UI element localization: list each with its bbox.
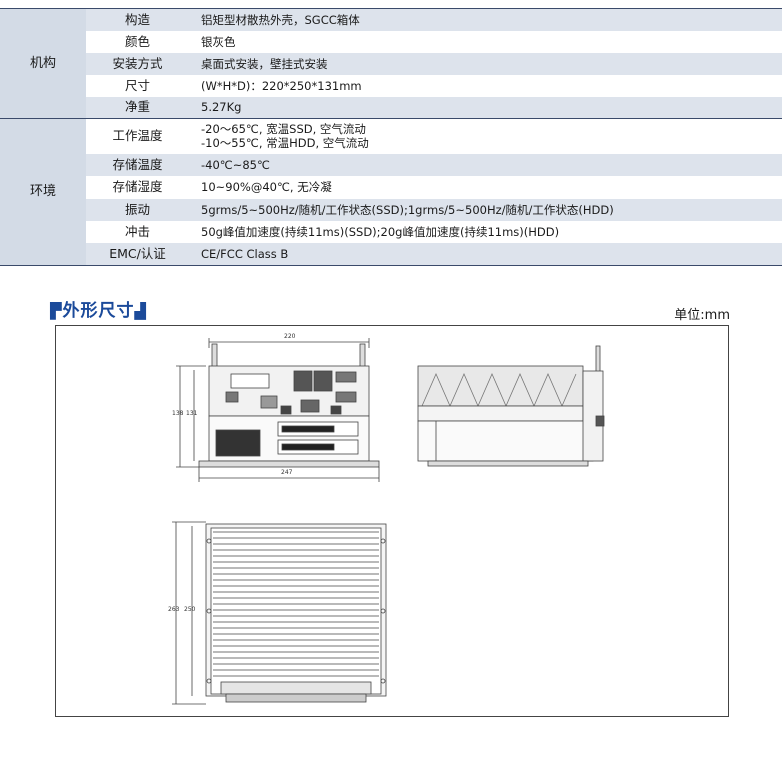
spec-row: 机构 构造 铝矩型材散热外壳，SGCC箱体 — [0, 8, 782, 119]
section-title-text: 外形尺寸 — [62, 301, 135, 321]
unit-label: 单位:mm — [674, 308, 730, 323]
front-view-drawing — [176, 338, 380, 482]
spec-value: 50g峰值加速度(持续11ms)(SSD);20g峰值加速度(持续11ms)(H… — [183, 220, 782, 244]
spec-row: 振动 5grms/5~500Hz/随机/工作状态(SSD);1grms/5~50… — [0, 198, 782, 221]
section-title: ▛外形尺寸▟ — [50, 296, 147, 321]
spec-category-mechanical: 机构 — [0, 8, 86, 119]
spec-table: 机构 构造 铝矩型材散热外壳，SGCC箱体 颜色 银灰色 安装方式 桌面式安装，… — [0, 8, 782, 267]
spec-label: 尺寸 — [86, 74, 183, 97]
spec-label: 净重 — [86, 96, 183, 119]
spec-row: 存储湿度 10~90%@40℃, 无冷凝 — [0, 176, 782, 199]
spec-category-environment: 环境 — [0, 118, 86, 266]
title-bracket-left-icon: ▛ — [50, 302, 63, 320]
front-height-outer-label: 138 — [172, 410, 184, 417]
spec-value: 铝矩型材散热外壳，SGCC箱体 — [183, 8, 782, 31]
spec-value: 5grms/5~500Hz/随机/工作状态(SSD);1grms/5~500Hz… — [183, 198, 782, 221]
spec-value-line: -20～65℃, 宽温SSD, 空气流动 — [201, 122, 366, 137]
spec-label: 安装方式 — [86, 52, 183, 75]
top-depth-inner-label: 250 — [184, 606, 196, 613]
spec-label: 构造 — [86, 8, 183, 31]
spec-value: CE/FCC Class B — [183, 243, 782, 267]
spec-value-multiline: -20～65℃, 宽温SSD, 空气流动 -10～55℃, 常温HDD, 空气流… — [183, 118, 782, 154]
title-bracket-right-icon: ▟ — [134, 302, 148, 320]
spec-value: 5.27Kg — [183, 96, 782, 119]
spec-label: 振动 — [86, 198, 183, 221]
spec-label: 存储温度 — [86, 153, 183, 177]
top-view-drawing — [172, 521, 387, 705]
spec-row: 颜色 银灰色 — [0, 30, 782, 53]
front-width-label: 220 — [284, 333, 296, 340]
spec-row: 存储温度 -40℃~85℃ — [0, 153, 782, 177]
top-depth-outer-label: 263 — [168, 606, 180, 613]
spec-row: 净重 5.27Kg — [0, 96, 782, 119]
spec-label: 颜色 — [86, 30, 183, 53]
dimension-drawing — [172, 338, 605, 705]
spec-label: EMC/认证 — [86, 243, 183, 267]
spec-label: 存储湿度 — [86, 176, 183, 199]
spec-value: 桌面式安装，壁挂式安装 — [183, 52, 782, 75]
front-height-inner-label: 131 — [186, 410, 198, 417]
spec-value: 10~90%@40℃, 无冷凝 — [183, 176, 782, 199]
spec-row: EMC/认证 CE/FCC Class B — [0, 243, 782, 267]
spec-value: -40℃~85℃ — [183, 153, 782, 177]
front-base-width-label: 247 — [281, 469, 293, 476]
spec-row: 尺寸 (W*H*D)：220*250*131mm — [0, 74, 782, 97]
spec-label: 工作温度 — [86, 118, 183, 154]
spec-label: 冲击 — [86, 220, 183, 244]
spec-row: 冲击 50g峰值加速度(持续11ms)(SSD);20g峰值加速度(持续11ms… — [0, 220, 782, 244]
spec-value: (W*H*D)：220*250*131mm — [183, 74, 782, 97]
spec-value-line: -10～55℃, 常温HDD, 空气流动 — [201, 136, 369, 151]
spec-row: 环境 工作温度 -20～65℃, 宽温SSD, 空气流动 -10～55℃, 常温… — [0, 118, 782, 266]
dimension-drawing-frame: 220 247 138 131 263 250 — [55, 325, 729, 717]
spec-value: 银灰色 — [183, 30, 782, 53]
side-view-drawing — [417, 345, 605, 467]
spec-row: 安装方式 桌面式安装，壁挂式安装 — [0, 52, 782, 75]
